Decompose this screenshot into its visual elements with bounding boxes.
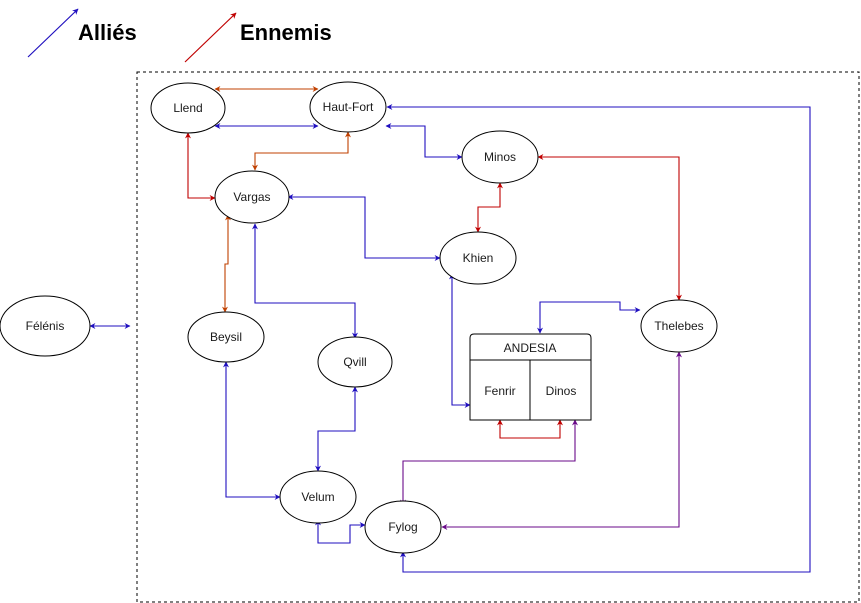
enemies-legend-arrow xyxy=(184,12,237,63)
allies-legend-label: Alliés xyxy=(78,20,137,45)
node-beysil-label: Beysil xyxy=(210,330,242,344)
alliance-boundary xyxy=(136,71,860,603)
node-fylog-label: Fylog xyxy=(388,520,417,534)
edge-velum-fylog-ally xyxy=(315,519,366,544)
node-felenis-label: Félénis xyxy=(26,319,65,333)
node-khien[interactable]: Khien xyxy=(439,231,517,285)
edge-qvill-velum-ally xyxy=(315,386,358,472)
andesia-title: ANDESIA xyxy=(504,341,557,355)
edge-hautfort-vargas-enemy xyxy=(252,131,351,171)
edge-beysil-velum-ally xyxy=(223,361,281,500)
edge-hautfort-minos-ally xyxy=(385,123,463,160)
node-thelebes[interactable]: Thelebes xyxy=(640,299,718,353)
node-velum-label: Velum xyxy=(301,490,334,504)
edge-minos-khien-enemy xyxy=(475,182,503,233)
node-llend-label: Llend xyxy=(173,101,202,115)
andesia-group[interactable]: ANDESIA Fenrir Dinos xyxy=(469,333,592,421)
edge-llend-vargas-enemy xyxy=(185,132,216,201)
edge-vargas-khien-ally xyxy=(287,194,441,261)
edge-dinos-fylog xyxy=(400,419,578,506)
edge-minos-thelebes-enemy xyxy=(537,154,682,301)
edge-vargas-beysil-enemy xyxy=(222,214,231,313)
legend: Alliés Ennemis xyxy=(27,8,332,63)
node-vargas[interactable]: Vargas xyxy=(214,170,290,224)
edges xyxy=(89,86,811,573)
node-vargas-label: Vargas xyxy=(233,190,270,204)
node-hautfort[interactable]: Haut-Fort xyxy=(309,81,387,133)
node-hautfort-label: Haut-Fort xyxy=(323,100,374,114)
edge-hautfort-fylog-ally xyxy=(386,104,811,573)
node-fenrir-label: Fenrir xyxy=(484,384,515,398)
node-qvill-label: Qvill xyxy=(343,355,366,369)
node-velum[interactable]: Velum xyxy=(279,470,357,524)
edge-thelebes-andesia-ally xyxy=(537,301,641,334)
node-khien-label: Khien xyxy=(463,251,494,265)
edge-vargas-qvill-ally xyxy=(252,223,358,339)
node-dinos-label: Dinos xyxy=(546,384,577,398)
edge-thelebes-fylog xyxy=(441,351,682,530)
node-qvill[interactable]: Qvill xyxy=(317,336,393,388)
allies-legend-arrow xyxy=(27,8,79,58)
node-fylog[interactable]: Fylog xyxy=(364,500,442,554)
edge-fenrir-dinos-enemy xyxy=(497,419,563,439)
node-minos[interactable]: Minos xyxy=(461,130,539,184)
node-llend[interactable]: Llend xyxy=(150,82,226,134)
node-thelebes-label: Thelebes xyxy=(654,319,703,333)
node-felenis[interactable]: Félénis xyxy=(0,295,91,357)
node-minos-label: Minos xyxy=(484,150,516,164)
node-beysil[interactable]: Beysil xyxy=(187,311,265,363)
edge-khien-fenrir-ally xyxy=(449,273,471,408)
enemies-legend-label: Ennemis xyxy=(240,20,332,45)
